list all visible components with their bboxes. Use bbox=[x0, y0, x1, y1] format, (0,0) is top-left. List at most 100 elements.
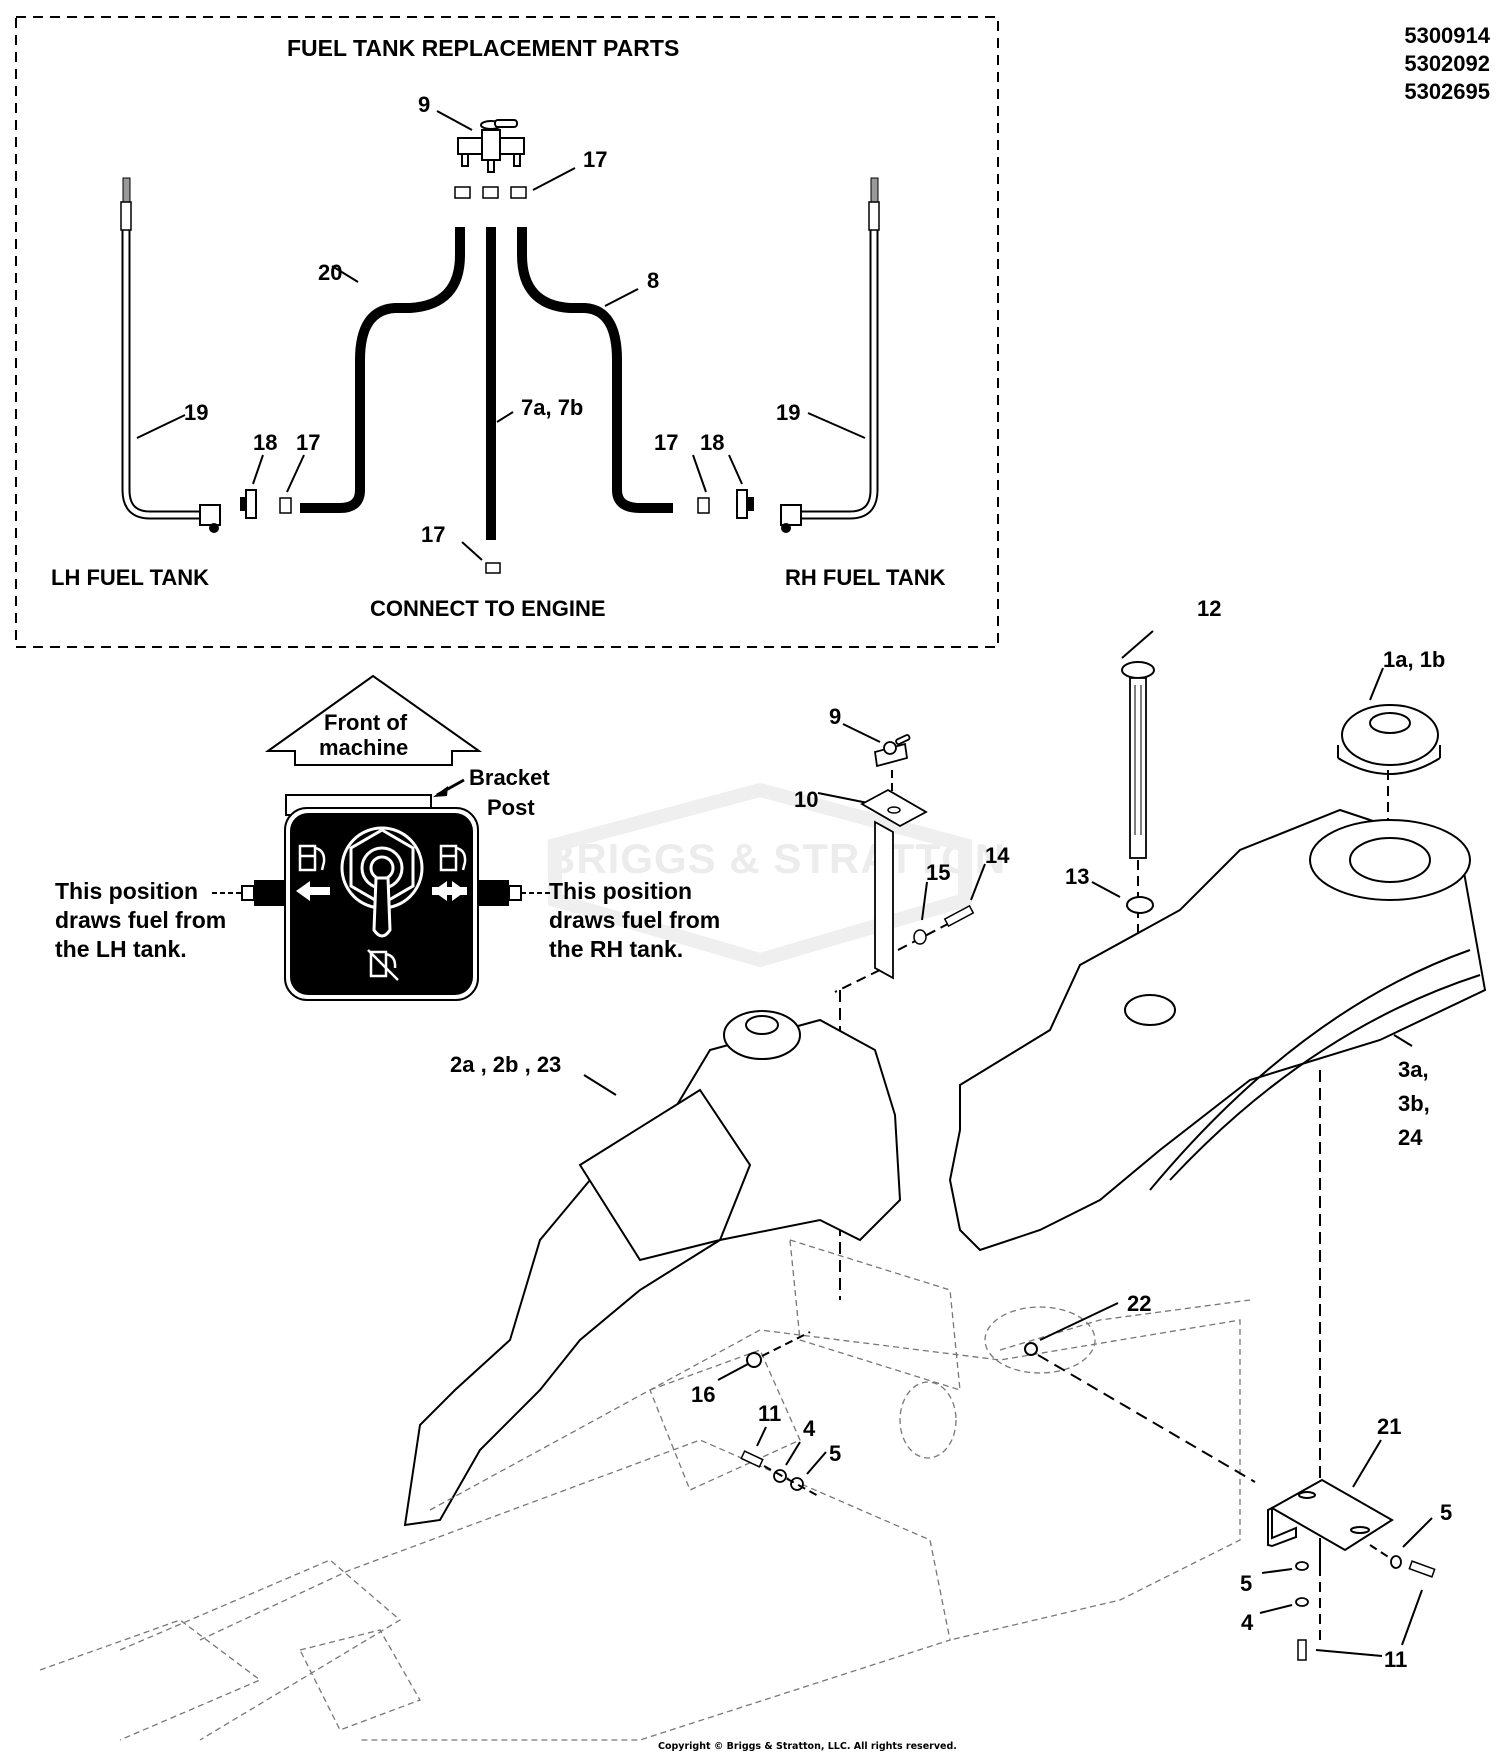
callout-13: 13 bbox=[1065, 864, 1090, 889]
leader-line bbox=[1261, 1568, 1293, 1574]
leader-line bbox=[717, 1363, 749, 1381]
rh-fuel-tank-label: RH FUEL TANK bbox=[785, 565, 946, 590]
fuel-pump-left-icon bbox=[298, 844, 326, 872]
leader-line bbox=[604, 288, 639, 307]
leader-line bbox=[252, 454, 264, 485]
grommet-13 bbox=[1126, 896, 1154, 914]
brand-watermark: BRIGGS & STRATTON bbox=[545, 835, 1007, 882]
callout-7a-7b: 7a, 7b bbox=[521, 395, 584, 420]
washer-4 bbox=[1295, 1597, 1309, 1607]
rh-position-note: This position draws fuel from the RH tan… bbox=[549, 878, 721, 962]
leader-line bbox=[1091, 881, 1121, 898]
hose-clip-icon bbox=[485, 562, 501, 574]
leader-line bbox=[532, 167, 576, 191]
tube-19-left bbox=[121, 230, 200, 520]
callout-20: 20 bbox=[318, 260, 343, 285]
leader-line bbox=[286, 454, 305, 493]
callout-1a-1b: 1a, 1b bbox=[1383, 647, 1446, 672]
callout-10: 10 bbox=[794, 787, 819, 812]
leader-line bbox=[1402, 1517, 1433, 1548]
bracket-label-line2: Post bbox=[487, 795, 535, 820]
grommet-icon bbox=[736, 489, 748, 519]
bracket-label-line1: Bracket bbox=[469, 765, 550, 790]
leader-line bbox=[692, 454, 707, 493]
connect-to-engine-label: CONNECT TO ENGINE bbox=[370, 596, 606, 621]
callout-19-right: 19 bbox=[776, 400, 801, 425]
front-label-line2: machine bbox=[319, 735, 409, 760]
leader-line bbox=[1393, 1034, 1413, 1047]
fuel-pump-right-icon bbox=[439, 844, 467, 872]
hose-clip-icon bbox=[697, 497, 710, 514]
model-number: 5302092 bbox=[1404, 51, 1490, 76]
fuel-valve-icon bbox=[873, 734, 911, 768]
leader-line bbox=[817, 792, 869, 804]
lh-fuel-tank bbox=[403, 1010, 902, 1527]
nut-16 bbox=[746, 1352, 762, 1368]
callout-16: 16 bbox=[691, 1382, 716, 1407]
callout-4: 4 bbox=[803, 1416, 816, 1441]
callout-18-left: 18 bbox=[253, 430, 278, 455]
front-label-line1: Front of bbox=[324, 710, 408, 735]
callout-3b: 3b, bbox=[1398, 1091, 1430, 1116]
callout-18-right: 18 bbox=[700, 430, 725, 455]
leader-line bbox=[842, 723, 881, 743]
callout-15: 15 bbox=[926, 860, 951, 885]
callout-2a-2b-23: 2a , 2b , 23 bbox=[450, 1052, 562, 1077]
leader-line bbox=[436, 110, 473, 131]
hose-clip-icon bbox=[454, 186, 527, 199]
callout-5: 5 bbox=[829, 1441, 842, 1466]
front-arrow-icon bbox=[264, 674, 483, 766]
arrow-left-icon bbox=[296, 881, 330, 901]
leader-line bbox=[921, 881, 928, 921]
callout-5: 5 bbox=[1240, 1571, 1253, 1596]
hose-8 bbox=[517, 227, 673, 513]
callout-17-right: 17 bbox=[654, 430, 679, 455]
fuel-gauge-sender bbox=[1121, 661, 1155, 679]
bolt-icon bbox=[943, 904, 975, 928]
callout-11: 11 bbox=[758, 1401, 782, 1426]
leader-line bbox=[1352, 1439, 1382, 1488]
bolt-11 bbox=[1297, 1639, 1307, 1661]
bracket-21 bbox=[1267, 1478, 1394, 1552]
leader-line bbox=[1121, 630, 1154, 659]
callout-17-bottom: 17 bbox=[421, 522, 446, 547]
leader-line bbox=[785, 1441, 801, 1466]
hose-20 bbox=[300, 227, 465, 513]
lh-position-note: This position draws fuel from the LH tan… bbox=[55, 878, 227, 962]
leader-line bbox=[806, 1451, 827, 1475]
callout-17-left: 17 bbox=[296, 430, 321, 455]
replacement-parts-title: FUEL TANK REPLACEMENT PARTS bbox=[287, 35, 680, 61]
elbow-fitting-icon bbox=[780, 504, 802, 526]
model-number: 5302695 bbox=[1404, 79, 1490, 104]
leader-line bbox=[1315, 1649, 1383, 1657]
callout-9: 9 bbox=[829, 704, 842, 729]
grommet-icon bbox=[245, 489, 257, 519]
leader-line bbox=[728, 454, 743, 485]
model-numbers: 5300914 5302092 5302695 bbox=[1404, 22, 1490, 106]
leader-line bbox=[136, 414, 186, 439]
replacement-parts-box bbox=[15, 16, 999, 648]
nut-22 bbox=[1024, 1342, 1038, 1356]
rh-fuel-tank bbox=[948, 808, 1487, 1252]
lh-fuel-tank-label: LH FUEL TANK bbox=[51, 565, 210, 590]
callout-12: 12 bbox=[1197, 596, 1222, 621]
washer-5 bbox=[1295, 1561, 1309, 1571]
hose-clip-icon bbox=[279, 497, 292, 514]
leader-line bbox=[1259, 1604, 1293, 1614]
callout-24: 24 bbox=[1398, 1125, 1423, 1150]
washer-5 bbox=[1390, 1555, 1402, 1569]
washer-5 bbox=[790, 1477, 804, 1491]
callout-21: 21 bbox=[1377, 1414, 1402, 1439]
leader-line bbox=[1401, 1589, 1423, 1646]
callout-8: 8 bbox=[647, 268, 660, 293]
copyright-notice: Copyright © Briggs & Stratton, LLC. All … bbox=[658, 1741, 957, 1752]
model-number: 5300914 bbox=[1404, 23, 1490, 48]
leader-line bbox=[807, 412, 866, 439]
callout-22: 22 bbox=[1127, 1291, 1152, 1316]
callout-5: 5 bbox=[1440, 1500, 1453, 1525]
leader-line bbox=[1039, 1302, 1119, 1341]
tube-19-right bbox=[800, 230, 879, 520]
fuel-valve-icon bbox=[457, 119, 525, 173]
leader-line bbox=[583, 1074, 617, 1096]
